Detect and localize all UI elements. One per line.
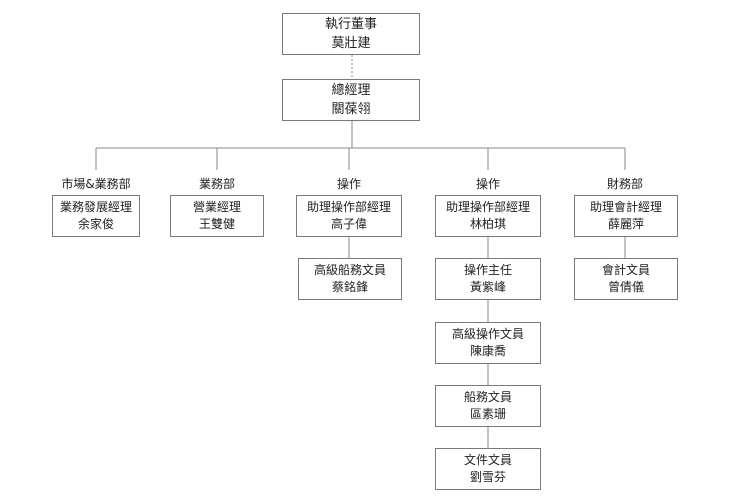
dept-label-operations-2: 操作 (475, 177, 500, 191)
person-name: 區素珊 (469, 407, 506, 421)
position-title: 營業經理 (192, 200, 241, 214)
person-name: 陳康喬 (469, 344, 506, 358)
operations-2-staff-box: 文件文員 劉雪芬 (435, 448, 541, 490)
marketing-head-box: 業務發展經理 余家俊 (52, 195, 140, 237)
operations-2-head-box: 助理操作部經理 林柏琪 (435, 195, 541, 237)
finance-head-box: 助理會計經理 薛麗萍 (574, 195, 678, 237)
operations-2-staff-box: 高級操作文員 陳康喬 (435, 322, 541, 364)
position-title: 業務發展經理 (59, 200, 132, 214)
position-title: 助理操作部經理 (306, 200, 391, 214)
operations-2-staff-box: 船務文員 區素珊 (435, 385, 541, 427)
sales-head-box: 營業經理 王雙健 (170, 195, 264, 237)
person-name: 劉雪芬 (469, 470, 506, 484)
position-title: 操作主任 (463, 263, 512, 277)
position-title: 文件文員 (463, 453, 512, 467)
ceo-name: 莫壯建 (331, 36, 371, 51)
operations-1-staff-box: 高級船務文員 蔡銘鋒 (298, 258, 402, 300)
position-title: 船務文員 (463, 390, 512, 404)
person-name: 高子偉 (330, 217, 367, 231)
position-title: 助理操作部經理 (445, 200, 530, 214)
gm-name: 關葆翎 (331, 102, 371, 117)
position-title: 會計文員 (601, 263, 650, 277)
person-name: 林柏琪 (469, 217, 506, 231)
person-name: 王雙健 (198, 217, 235, 231)
dept-label-marketing: 市場&業務部 (61, 177, 131, 191)
person-name: 黃紫峰 (469, 280, 506, 294)
person-name: 余家俊 (77, 217, 114, 231)
dept-label-finance: 財務部 (606, 177, 643, 191)
gm-box: 總經理 關葆翎 (282, 79, 420, 121)
position-title: 助理會計經理 (589, 200, 662, 214)
dept-label-operations-1: 操作 (336, 177, 361, 191)
dept-label-sales: 業務部 (198, 177, 235, 191)
ceo-title: 執行董事 (324, 17, 377, 32)
operations-1-head-box: 助理操作部經理 高子偉 (296, 195, 402, 237)
person-name: 曾倩儀 (607, 280, 644, 294)
position-title: 高級操作文員 (451, 327, 524, 341)
position-title: 高級船務文員 (313, 263, 386, 277)
operations-2-staff-box: 操作主任 黃紫峰 (435, 258, 541, 300)
finance-staff-box: 會計文員 曾倩儀 (574, 258, 678, 300)
gm-title: 總經理 (331, 83, 371, 98)
person-name: 蔡銘鋒 (331, 280, 368, 294)
ceo-box: 執行董事 莫壯建 (282, 13, 420, 55)
person-name: 薛麗萍 (607, 217, 644, 231)
